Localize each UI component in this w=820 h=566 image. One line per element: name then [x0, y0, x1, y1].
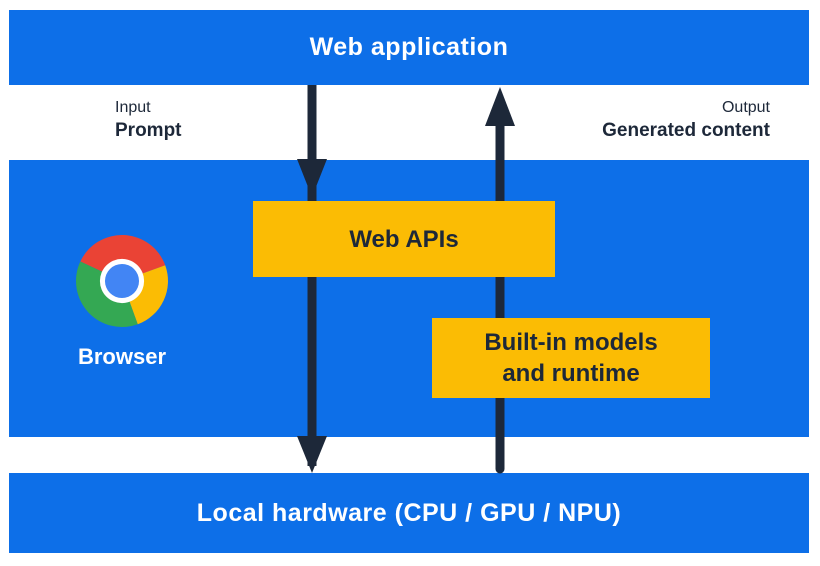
web-application-bar: Web application [9, 10, 809, 85]
output-caption: Output [721, 99, 770, 116]
local-hardware-bar: Local hardware (CPU / GPU / NPU) [9, 473, 809, 553]
browser-label: Browser [77, 344, 167, 369]
local-hardware-label: Local hardware (CPU / GPU / NPU) [196, 498, 622, 527]
input-value: Prompt [115, 120, 182, 141]
chrome-logo-icon [76, 235, 168, 327]
builtin-models-label-line1: Built-in models [484, 329, 658, 356]
input-caption: Input [115, 99, 151, 116]
output-value: Generated content [602, 120, 770, 141]
output-flow-label: Output Generated content [602, 97, 770, 143]
builtin-models-box: Built-in models and runtime [432, 318, 710, 398]
web-apis-box: Web APIs [253, 201, 555, 277]
web-application-label: Web application [309, 33, 509, 61]
web-apis-label: Web APIs [349, 225, 459, 253]
input-flow-label: Input Prompt [115, 97, 182, 143]
builtin-models-label-line2: and runtime [502, 360, 640, 387]
